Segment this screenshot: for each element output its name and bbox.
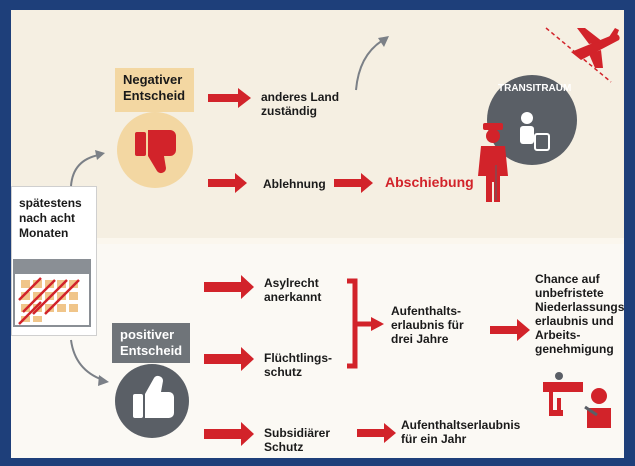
subsidiary-protection-label: Subsidiärer Schutz [264,426,331,454]
residence-permit-three-years-label: Aufenthalts- erlaubnis für drei Jahre [391,304,464,346]
thumbs-up-icon [133,375,174,418]
positive-decision-badge [112,323,190,363]
merge-bracket [347,278,373,369]
other-country-responsible-label: anderes Land zuständig [261,90,340,118]
airplane-icon [571,28,620,68]
refugee-protection-label: Flüchtlings- schutz [264,351,332,379]
traveler-icon [520,112,550,151]
calendar-icon [13,259,91,327]
negative-decision-badge [115,68,194,112]
diagram-graphics [13,27,620,446]
infographic-frame: spätestens nach acht Monaten [11,10,624,458]
deportation-label: Abschiebung [385,174,474,190]
timing-label: spätestens nach acht Monaten [19,196,82,240]
negative-decision-label: Negativer Entscheid [123,72,186,103]
transit-area-label: TRANSITRAUM [498,83,572,94]
residence-permit-one-year-label: Aufenthaltserlaubnis für ein Jahr [401,418,521,446]
permanent-settlement-chance-label: Chance auf unbefristete Niederlassungs- … [535,272,624,356]
police-officer-icon [478,123,508,202]
asylum-recognized-label: Asylrecht anerkannt [264,276,322,304]
red-arrows [204,88,530,446]
worker-icon [543,372,611,428]
rejection-label: Ablehnung [263,177,326,191]
thumbs-down-icon [135,130,176,173]
branch-arrows [70,39,384,381]
positive-decision-label: positiver Entscheid [120,327,183,358]
